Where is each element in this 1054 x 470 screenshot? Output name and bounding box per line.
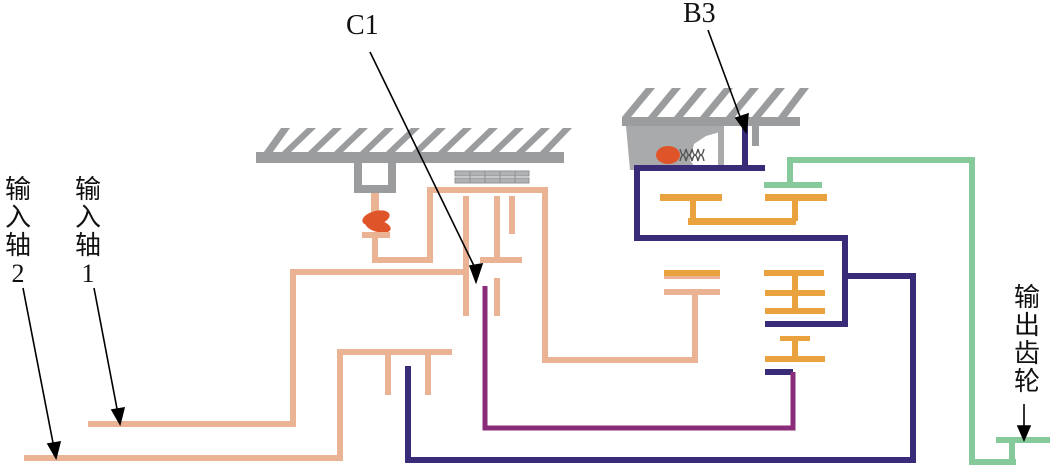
label-b3: B3 [683, 0, 716, 29]
leader-lines [22, 29, 1032, 461]
label-input-shaft-2: 输入轴2 [4, 175, 31, 288]
brake-spring [656, 146, 705, 164]
label-c1: C1 [346, 10, 379, 41]
one-way-clutch [362, 193, 391, 238]
tan-shafts [24, 187, 720, 461]
left-housing [256, 128, 572, 193]
clutch-pack [454, 170, 530, 184]
output-shaft [764, 157, 1050, 465]
planet-gears [660, 194, 827, 362]
right-housing [622, 88, 809, 170]
label-output-gear: 输出齿轮 [1013, 283, 1040, 396]
label-input-shaft-1: 输入轴1 [74, 175, 101, 288]
navy-shaft [405, 116, 916, 463]
purple-shaft [482, 286, 796, 431]
